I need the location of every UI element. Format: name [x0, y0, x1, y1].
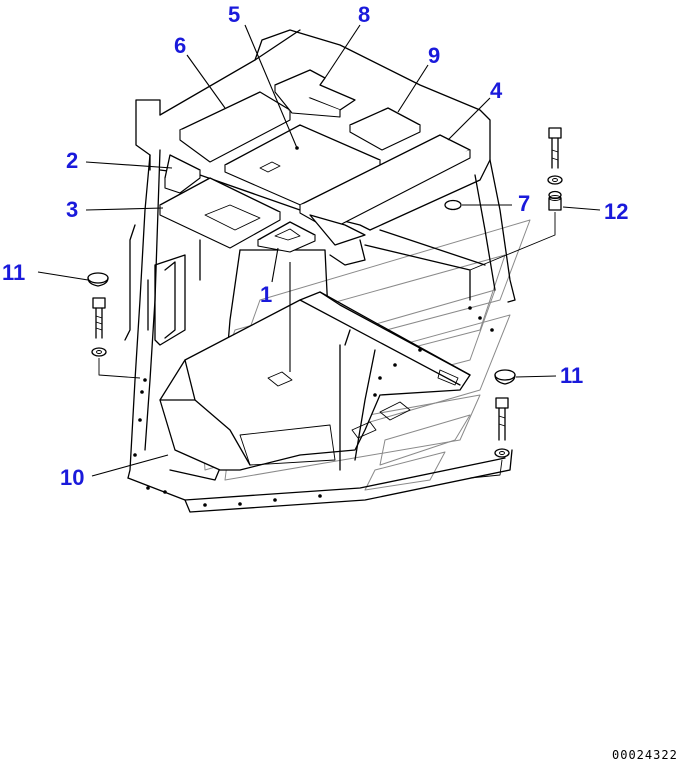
- bolt-left-icon: [91, 297, 141, 379]
- callout-4: 4: [490, 78, 503, 103]
- pad-10-floor: [159, 291, 471, 471]
- bolt-12-set-icon: [469, 127, 563, 271]
- leader-lines: [37, 24, 601, 477]
- callout-8: 8: [358, 2, 370, 27]
- callout-7: 7: [518, 191, 530, 216]
- cap-11-right-icon: [494, 369, 516, 385]
- callout-9: 9: [428, 43, 440, 68]
- cap-7-icon: [444, 199, 462, 211]
- roof-pads: [159, 69, 471, 253]
- callout-11-left: 11: [2, 260, 25, 285]
- bolt-right-icon: [469, 397, 510, 479]
- floor-bolt-holes: [133, 306, 494, 507]
- callout-10: 10: [60, 465, 84, 490]
- callout-6: 6: [174, 33, 186, 58]
- pad-front-right: [309, 214, 366, 246]
- cap-11-left-icon: [87, 272, 109, 287]
- callout-labels: 1 2 3 4 5 6 7 8 9 10 11 11 12: [2, 2, 628, 490]
- drawing-number: 00024322: [612, 748, 678, 762]
- callout-12: 12: [604, 199, 628, 224]
- hardware: [87, 127, 563, 479]
- callout-1: 1: [260, 282, 272, 307]
- floor-mat: [159, 291, 471, 471]
- callout-3: 3: [66, 197, 78, 222]
- callout-5: 5: [228, 2, 240, 27]
- callout-11-right: 11: [560, 363, 583, 388]
- callout-2: 2: [66, 148, 78, 173]
